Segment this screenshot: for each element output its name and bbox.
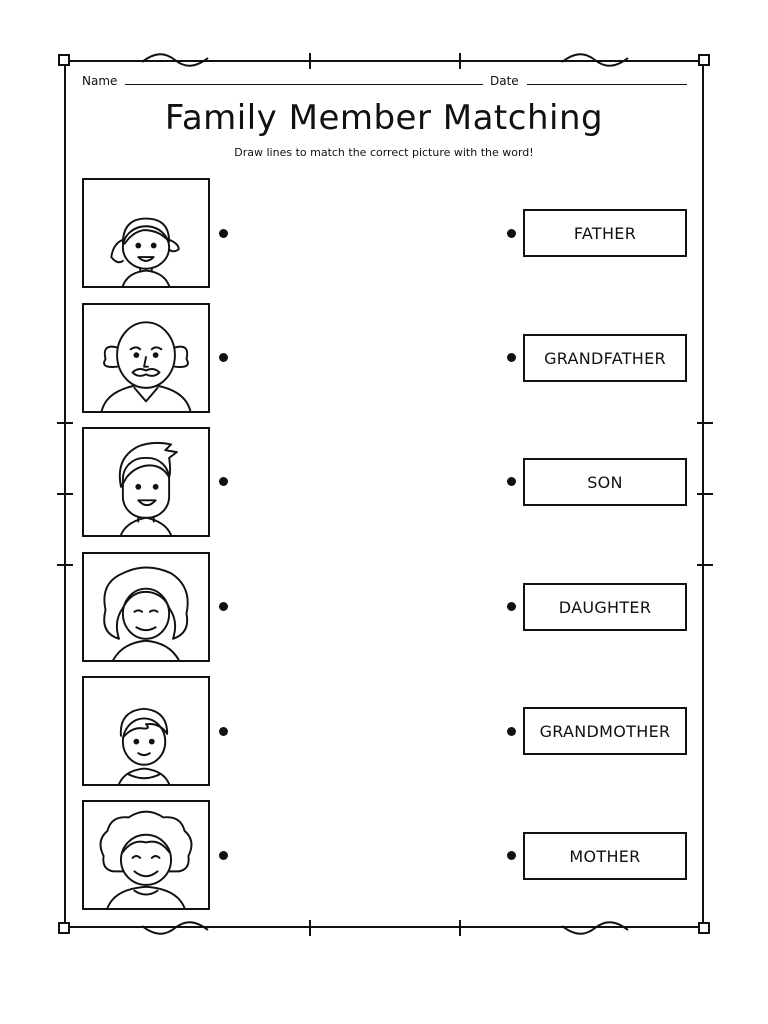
- date-blank[interactable]: [526, 74, 687, 85]
- date-field[interactable]: Date: [490, 74, 687, 88]
- left-match-dot[interactable]: [219, 229, 228, 238]
- border-tick: [697, 564, 713, 566]
- border-corner: [698, 922, 710, 934]
- border-tick: [459, 920, 461, 936]
- border-tick: [309, 920, 311, 936]
- right-match-dot[interactable]: [507, 851, 516, 860]
- word-box-mother[interactable]: MOTHER: [523, 832, 687, 880]
- right-match-dot[interactable]: [507, 602, 516, 611]
- right-match-dot[interactable]: [507, 727, 516, 736]
- border-tick: [309, 53, 311, 69]
- young-boy-icon: [118, 707, 171, 784]
- word-box-father[interactable]: FATHER: [523, 209, 687, 257]
- left-match-dot[interactable]: [219, 353, 228, 362]
- picture-box-5: [82, 676, 210, 786]
- wave-decoration: [141, 53, 209, 67]
- picture-box-6: [82, 800, 210, 910]
- border-tick: [57, 493, 73, 495]
- word-box-grandmother[interactable]: GRANDMOTHER: [523, 707, 687, 755]
- wave-decoration: [561, 53, 629, 67]
- picture-box-2: [82, 303, 210, 413]
- border-tick: [697, 422, 713, 424]
- right-match-dot[interactable]: [507, 477, 516, 486]
- left-match-dot[interactable]: [219, 477, 228, 486]
- instructions: Draw lines to match the correct picture …: [234, 146, 534, 159]
- picture-box-1: [82, 178, 210, 288]
- grandfather-icon: [100, 321, 192, 411]
- right-match-dot[interactable]: [507, 229, 516, 238]
- woman-icon: [103, 566, 189, 660]
- word-box-son[interactable]: SON: [523, 458, 687, 506]
- border-corner: [58, 54, 70, 66]
- name-label: Name: [82, 74, 118, 88]
- border-tick: [57, 564, 73, 566]
- left-match-dot[interactable]: [219, 727, 228, 736]
- picture-box-4: [82, 552, 210, 662]
- border-tick: [697, 493, 713, 495]
- grandmother-icon: [99, 810, 193, 908]
- date-label: Date: [490, 74, 519, 88]
- border-corner: [698, 54, 710, 66]
- left-match-dot[interactable]: [219, 851, 228, 860]
- boy-icon: [118, 441, 178, 535]
- page-title: Family Member Matching: [164, 98, 604, 138]
- wave-decoration: [561, 921, 629, 935]
- border-tick: [459, 53, 461, 69]
- word-box-grandfather[interactable]: GRANDFATHER: [523, 334, 687, 382]
- left-match-dot[interactable]: [219, 602, 228, 611]
- wave-decoration: [141, 921, 209, 935]
- name-field[interactable]: Name: [82, 74, 484, 88]
- right-match-dot[interactable]: [507, 353, 516, 362]
- name-blank[interactable]: [125, 74, 484, 85]
- picture-box-3: [82, 427, 210, 537]
- border-tick: [57, 422, 73, 424]
- border-corner: [58, 922, 70, 934]
- word-box-daughter[interactable]: DAUGHTER: [523, 583, 687, 631]
- girl-icon: [110, 217, 180, 286]
